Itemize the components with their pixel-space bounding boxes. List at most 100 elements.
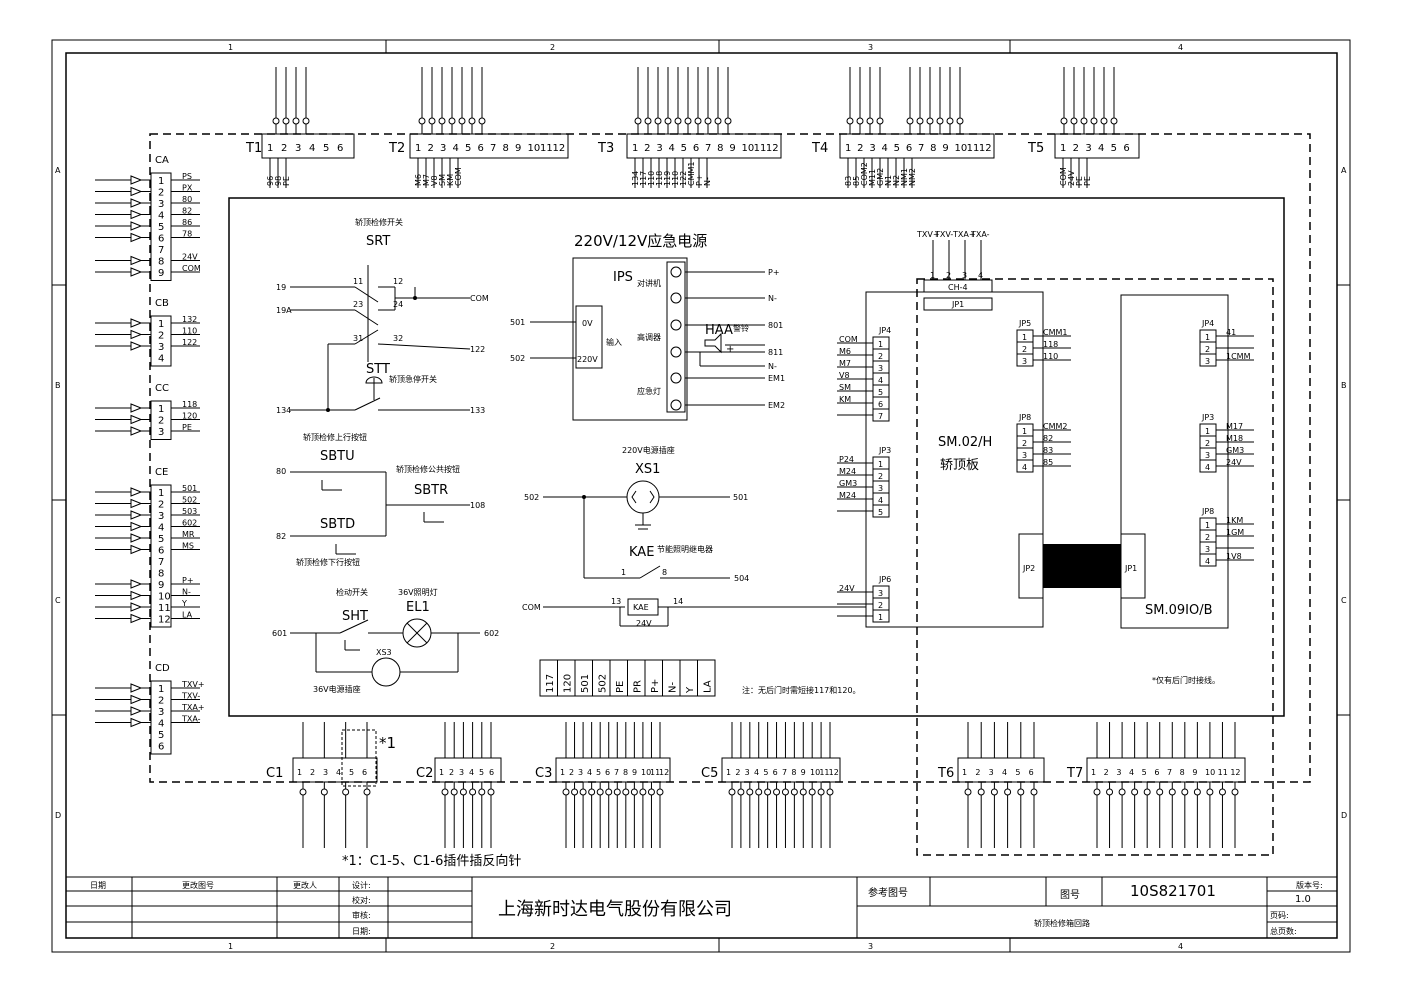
- connector-pin: 1: [439, 768, 444, 777]
- connector-pin: 1: [560, 768, 565, 777]
- pin-terminal: [571, 788, 579, 796]
- wire-label: PX: [182, 184, 193, 193]
- connector-pin: 10: [158, 592, 171, 603]
- sht-lighting-circuit: [290, 618, 480, 687]
- sbtu-label: SBTU: [320, 449, 355, 464]
- pin-arrow: [130, 267, 143, 277]
- pin-terminal: [781, 788, 789, 796]
- pin-arrow: [130, 341, 143, 351]
- jumper-label: 502: [598, 674, 609, 693]
- ips-801: 801: [768, 321, 783, 330]
- connector-pin: 5: [1111, 143, 1117, 154]
- pin-arrow: [130, 198, 143, 208]
- connector-pin: 8: [930, 143, 936, 154]
- srt-pin-31: 31: [353, 334, 363, 343]
- pin-terminal: [956, 117, 964, 125]
- pin-terminal: [728, 788, 736, 796]
- pin-terminal: [846, 117, 854, 125]
- sm09-jp1-box: [1120, 533, 1146, 599]
- pin-terminal: [588, 788, 596, 796]
- connector-pin: 9: [158, 268, 164, 279]
- header-wire-label: COM: [839, 335, 858, 344]
- header-wire-label: 118: [1043, 340, 1058, 349]
- pin-terminal: [1070, 117, 1078, 125]
- wire-label: 118: [655, 171, 664, 186]
- pin-arrow: [130, 186, 143, 197]
- tb-drawing-title: 轿顶检修箱回路: [1034, 918, 1090, 928]
- connector-pin: 3: [869, 143, 875, 154]
- wire-label: 122: [182, 338, 197, 347]
- pin-terminal: [562, 788, 570, 796]
- grid-ticks: [52, 40, 1350, 952]
- header-pin: 7: [878, 412, 883, 421]
- header-wire-label: KM: [839, 395, 851, 404]
- connector-pin: 11: [967, 143, 980, 154]
- tb-version: 1.0: [1295, 894, 1311, 905]
- row-label-c-right: C: [1341, 596, 1347, 605]
- header-label: JP4: [878, 326, 891, 335]
- header-wire-label: M18: [1226, 434, 1243, 443]
- connector-body: [292, 757, 378, 783]
- wire-19a: 19A: [276, 306, 292, 315]
- connector-pin: 4: [1002, 768, 1007, 777]
- pin-terminal: [428, 117, 436, 125]
- pin-terminal: [418, 117, 426, 125]
- tb-check: 校对:: [352, 895, 371, 905]
- tb-h-change-no: 更改图号: [182, 880, 214, 890]
- connector-pin: 11: [158, 603, 171, 614]
- wire-82: 82: [276, 532, 286, 541]
- connector-pin: 5: [158, 222, 164, 233]
- pin-terminal: [817, 788, 825, 796]
- pin-terminal: [1090, 117, 1098, 125]
- wire-label: N2: [892, 175, 901, 186]
- pin-terminal: [1004, 788, 1012, 796]
- pin-terminal: [302, 117, 310, 125]
- wire-label: 24V: [1067, 170, 1076, 186]
- sm02-jp2-label: JP2: [1022, 564, 1035, 573]
- header-wire-label: 24V: [1226, 458, 1242, 467]
- connector-body: [409, 133, 569, 159]
- sm09-title: SM.09IO/B: [1145, 603, 1213, 618]
- header-pin: 2: [1205, 345, 1210, 354]
- connector-pin: 3: [1116, 768, 1121, 777]
- pin-terminal: [737, 788, 745, 796]
- connector-pin: 11: [754, 143, 767, 154]
- socket-501: 501: [733, 493, 748, 502]
- connector-body: [150, 315, 172, 367]
- pin-terminal: [438, 117, 446, 125]
- pin-terminal: [299, 788, 307, 796]
- wire-label: 602: [182, 519, 197, 528]
- connector-pin: 5: [479, 768, 484, 777]
- ips-0v: 0V: [582, 319, 593, 328]
- ips-n-minus: N-: [768, 294, 777, 303]
- connector-pin: 1: [297, 768, 302, 777]
- ips-in-501: 501: [510, 318, 525, 327]
- pin-terminal: [459, 788, 467, 796]
- connector-pin: 8: [717, 143, 723, 154]
- wire-label: COM: [182, 264, 201, 273]
- header-pin: 2: [878, 352, 883, 361]
- connector-body: [150, 400, 172, 440]
- connector-pin: 4: [158, 523, 164, 534]
- pin-terminal: [724, 117, 732, 125]
- pin-terminal: [746, 788, 754, 796]
- pin-terminal: [656, 788, 664, 796]
- connector-pin: 3: [323, 768, 328, 777]
- pin-terminal: [1168, 788, 1176, 796]
- pin-terminal: [644, 117, 652, 125]
- connector-pin: 8: [1180, 768, 1185, 777]
- connector-pin: 5: [158, 730, 164, 741]
- ribbon-cable: [1043, 544, 1121, 588]
- connector-pin: 3: [158, 342, 164, 353]
- connector-pin: 2: [158, 500, 164, 511]
- wire-label: PS: [182, 172, 192, 181]
- pin-terminal: [469, 788, 477, 796]
- wire-label: 120: [182, 412, 197, 421]
- pin-terminal: [1106, 788, 1114, 796]
